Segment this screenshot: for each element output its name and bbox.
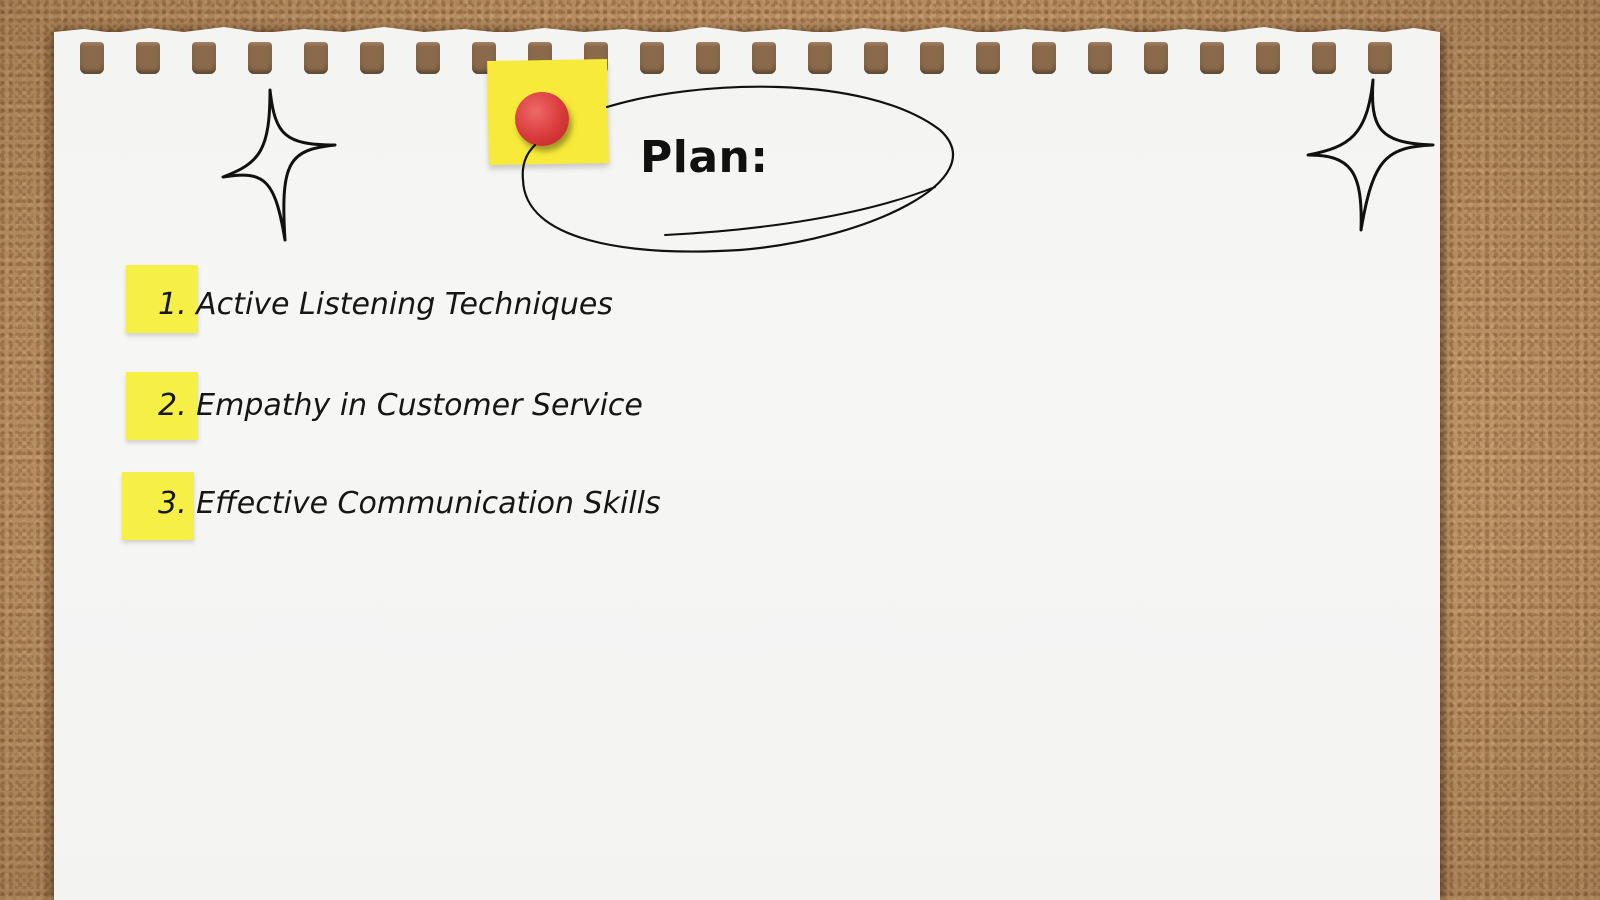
binder-hole — [976, 42, 1000, 74]
sparkle-icon — [221, 88, 337, 242]
binder-hole — [304, 42, 328, 74]
list-item: 3. Effective Communication Skills — [120, 470, 820, 550]
binder-hole — [1312, 42, 1336, 74]
binder-holes — [80, 42, 1400, 76]
binder-hole — [136, 42, 160, 74]
binder-hole — [696, 42, 720, 74]
list-item-label: 2. Empathy in Customer Service — [158, 388, 643, 423]
binder-hole — [1200, 42, 1224, 74]
binder-hole — [192, 42, 216, 74]
binder-hole — [80, 42, 104, 74]
list-item-label: 3. Effective Communication Skills — [158, 486, 661, 521]
binder-hole — [808, 42, 832, 74]
binder-hole — [416, 42, 440, 74]
binder-hole — [1088, 42, 1112, 74]
sparkle-icon — [1306, 78, 1435, 232]
torn-paper-edge — [54, 27, 1440, 42]
binder-hole — [1368, 42, 1392, 74]
binder-hole — [640, 42, 664, 74]
binder-hole — [1032, 42, 1056, 74]
binder-hole — [920, 42, 944, 74]
list-item-label: 1. Active Listening Techniques — [158, 287, 613, 322]
notebook-page — [54, 32, 1440, 900]
binder-hole — [864, 42, 888, 74]
sticky-marker — [122, 472, 194, 540]
binder-hole — [360, 42, 384, 74]
binder-hole — [752, 42, 776, 74]
scribble-oval — [521, 85, 955, 253]
binder-hole — [1144, 42, 1168, 74]
sticky-marker — [126, 265, 198, 333]
list-item: 1. Active Listening Techniques — [120, 265, 820, 345]
binder-hole — [1256, 42, 1280, 74]
page-title: Plan: — [640, 132, 769, 183]
binder-hole — [248, 42, 272, 74]
sticky-marker — [126, 372, 198, 440]
list-item: 2. Empathy in Customer Service — [120, 372, 820, 452]
pushpin-icon — [515, 92, 569, 146]
